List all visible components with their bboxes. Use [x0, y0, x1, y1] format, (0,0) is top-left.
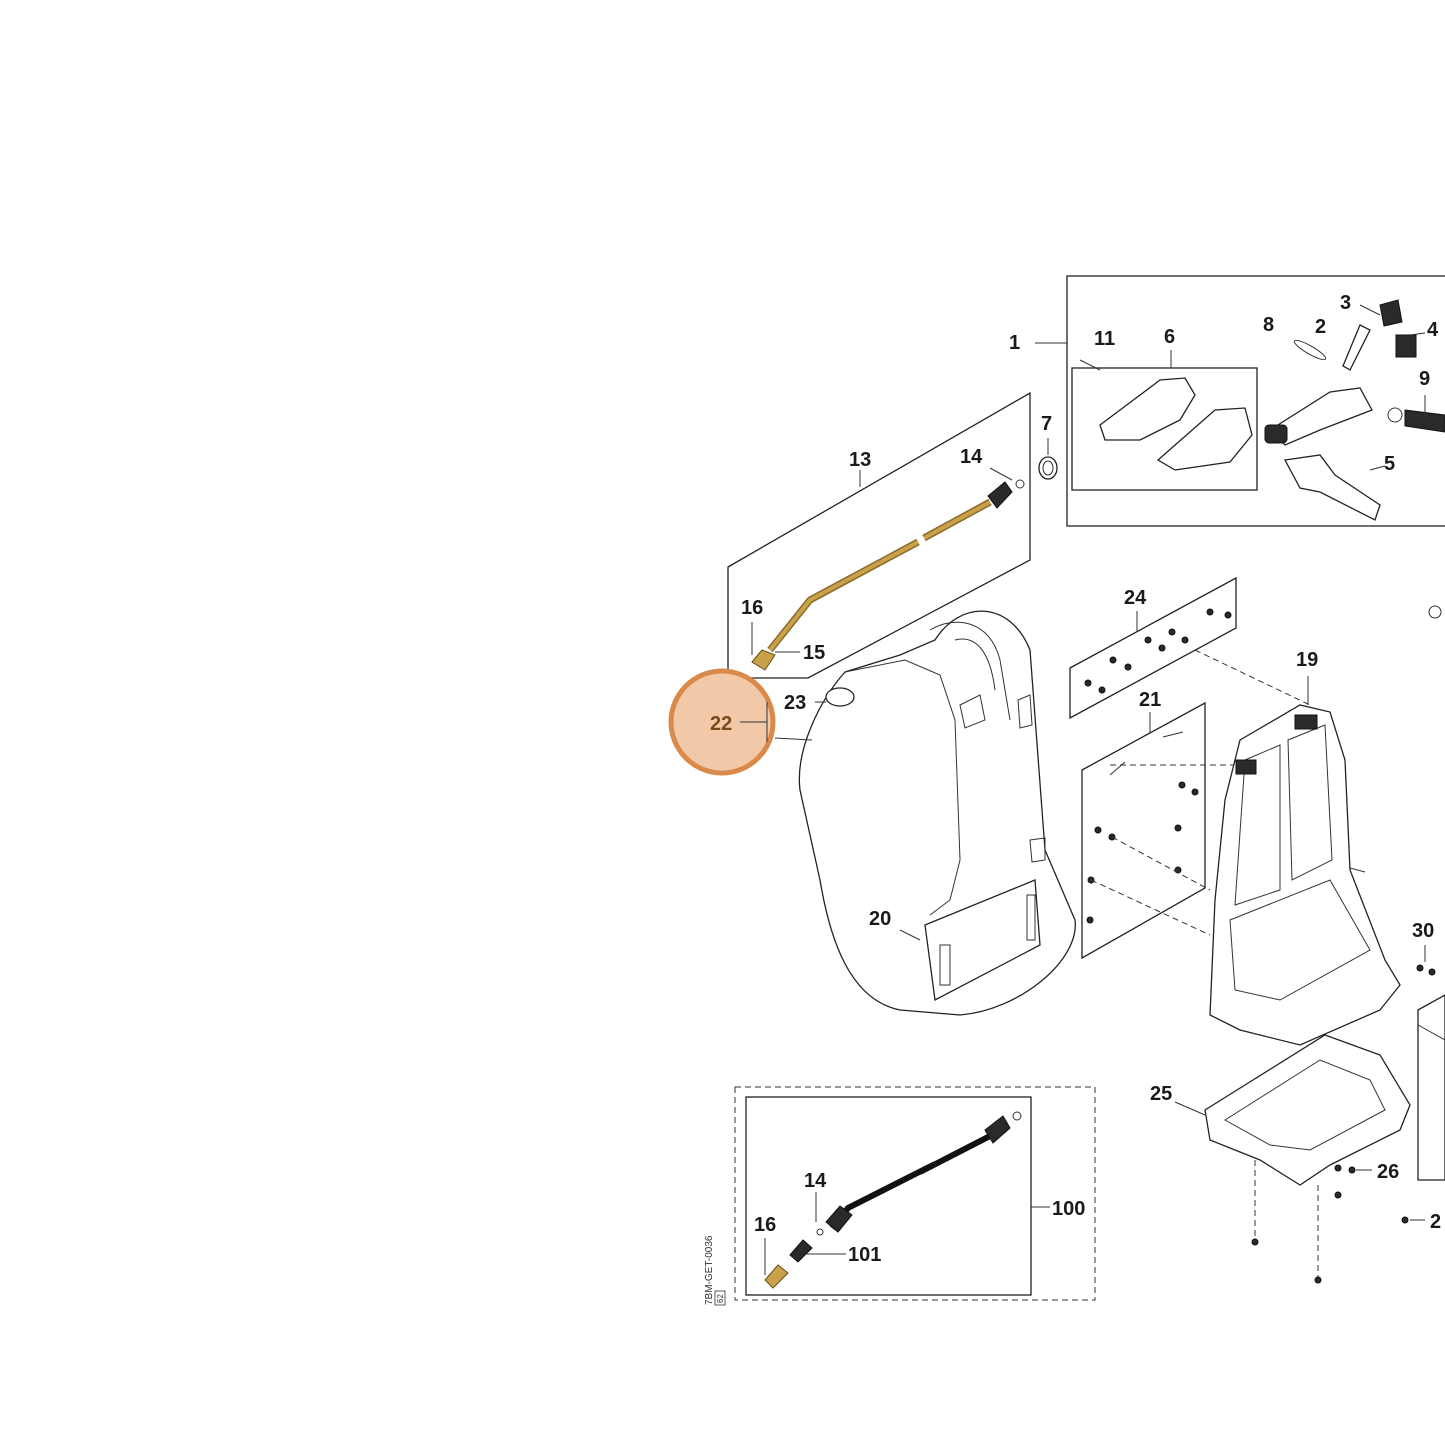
frame-19: [1209, 676, 1401, 1046]
label-6[interactable]: 6: [1164, 326, 1175, 348]
label-5[interactable]: 5: [1384, 453, 1395, 475]
label-21[interactable]: 21: [1139, 689, 1161, 711]
label-25[interactable]: 25: [1150, 1083, 1172, 1105]
label-4[interactable]: 4: [1427, 319, 1439, 341]
drawing-code-text: 7BM-GET-0036: [704, 1235, 715, 1305]
label-11[interactable]: 11: [1094, 328, 1115, 350]
drawing-code-box-text: 62: [716, 1294, 725, 1303]
label-2-edge[interactable]: 2: [1430, 1211, 1441, 1233]
label-15[interactable]: 15: [803, 642, 825, 664]
part-30-area: [1416, 605, 1445, 1181]
screws-24: [1069, 576, 1311, 720]
tank-20: [774, 610, 1076, 1016]
label-14[interactable]: 14: [960, 446, 983, 468]
part-7-ring: [1038, 438, 1058, 480]
highlight-label[interactable]: 22: [710, 713, 732, 735]
screws-21: [1081, 701, 1235, 960]
label-9[interactable]: 9: [1419, 368, 1430, 390]
label-16-alt[interactable]: 16: [754, 1214, 776, 1236]
label-100[interactable]: 100: [1052, 1198, 1085, 1220]
label-7[interactable]: 7: [1041, 413, 1052, 435]
label-26[interactable]: 26: [1377, 1161, 1399, 1183]
label-2[interactable]: 2: [1315, 316, 1326, 338]
label-24[interactable]: 24: [1124, 587, 1147, 609]
label-8[interactable]: 8: [1263, 314, 1274, 336]
label-101[interactable]: 101: [848, 1244, 881, 1266]
lance-13-box: [727, 391, 1031, 679]
base-25: [1174, 1034, 1425, 1284]
label-20[interactable]: 20: [869, 908, 891, 930]
label-3[interactable]: 3: [1340, 292, 1351, 314]
label-30[interactable]: 30: [1412, 920, 1434, 942]
label-14-alt[interactable]: 14: [804, 1170, 827, 1192]
callout-labels: 1 11 6 8 2 3 4 9 5 7 13 14 16 15 23 24 1…: [741, 292, 1441, 1266]
label-16[interactable]: 16: [741, 597, 763, 619]
label-23[interactable]: 23: [784, 692, 806, 714]
label-1[interactable]: 1: [1009, 332, 1020, 354]
highlight-callout-22[interactable]: 22: [668, 668, 776, 776]
assembly-1-box: [1035, 275, 1445, 527]
highlight-circle[interactable]: [668, 668, 776, 776]
drawing-code: 7BM-GET-0036 62: [704, 1235, 726, 1306]
label-13[interactable]: 13: [849, 449, 871, 471]
lance-100-box: [734, 1086, 1096, 1301]
label-19[interactable]: 19: [1296, 649, 1318, 671]
